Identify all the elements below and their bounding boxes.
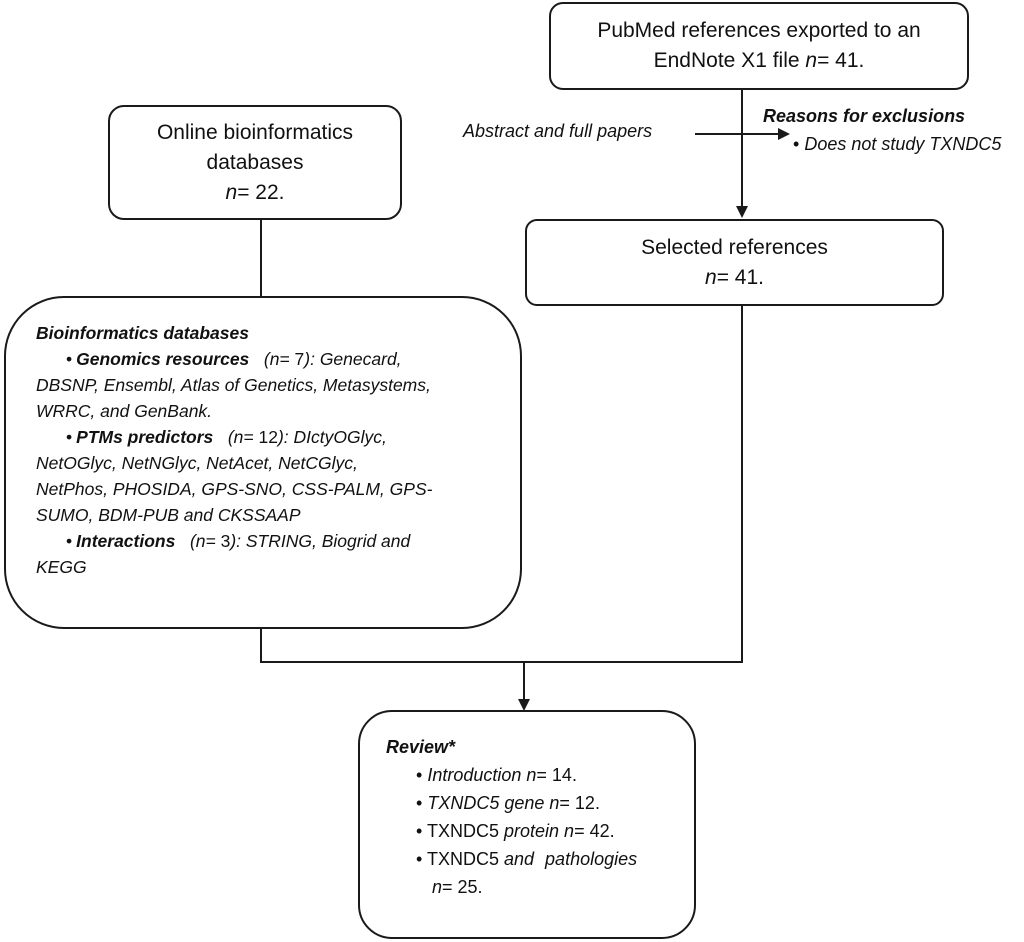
- bullet-icon: •: [416, 849, 423, 869]
- review-item-continuation: n= 25.: [432, 877, 483, 897]
- review-item: • TXNDC5 gene n= 12.: [416, 793, 600, 813]
- ptms-line4: SUMO, BDM-PUB and CKSSAAP: [36, 505, 301, 525]
- interactions-line2: KEGG: [36, 557, 87, 577]
- selected-title: Selected references: [641, 235, 828, 259]
- ptms-line3: NetPhos, PHOSIDA, GPS-SNO, CSS-PALM, GPS…: [36, 479, 433, 499]
- genomics-line1: •Genomics resources (n= 7): Genecard,: [66, 349, 402, 369]
- bullet-icon: •: [66, 427, 73, 447]
- bullet-icon: •: [416, 765, 423, 785]
- genomics-line2: DBSNP, Ensembl, Atlas of Genetics, Metas…: [36, 375, 431, 395]
- genomics-line3: WRRC, and GenBank.: [36, 401, 213, 421]
- online-databases-box: Online bioinformatics databases n= 22.: [108, 105, 402, 220]
- ptms-line1: •PTMs predictors (n= 12): DIctyOGlyc,: [66, 427, 387, 447]
- selected-count: n= 41.: [705, 265, 764, 289]
- bioinformatics-content: Bioinformatics databases •Genomics resou…: [36, 320, 491, 580]
- online-line2: databases: [206, 150, 304, 174]
- bullet-icon: •: [66, 349, 73, 369]
- review-box: [358, 710, 696, 939]
- review-item: • TXNDC5 protein n= 42.: [416, 821, 615, 841]
- review-item: • TXNDC5 and pathologies: [416, 849, 638, 869]
- bullet-icon: •: [416, 821, 423, 841]
- interactions-line1: •Interactions (n= 3): STRING, Biogrid an…: [66, 531, 411, 551]
- bullet-icon: •: [66, 531, 73, 551]
- bullet-icon: •: [416, 793, 423, 813]
- bioinformatics-box: [4, 296, 522, 629]
- exclusion-item: • Does not study TXNDC5: [793, 134, 1002, 154]
- review-title: Review*: [386, 737, 456, 757]
- selected-references-box: Selected references n= 41.: [525, 219, 944, 306]
- ptms-line2: NetOGlyc, NetNGlyc, NetAcet, NetCGlyc,: [36, 453, 358, 473]
- pubmed-line1: PubMed references exported to an: [597, 19, 921, 42]
- review-item: • Introduction n= 14.: [416, 765, 577, 785]
- pubmed-box: PubMed references exported to an EndNote…: [549, 2, 969, 90]
- exclusions-title: Reasons for exclusions: [763, 106, 966, 126]
- online-line1: Online bioinformatics: [156, 120, 354, 144]
- bioinformatics-title: Bioinformatics databases: [36, 323, 249, 343]
- review-content: Review* • Introduction n= 14. • TXNDC5 g…: [386, 733, 686, 901]
- online-count: n= 22.: [225, 180, 285, 204]
- bullet-icon: •: [793, 134, 800, 154]
- abstract-label: Abstract and full papers: [463, 121, 653, 141]
- pubmed-line2: EndNote X1 file n= 41.: [653, 49, 865, 72]
